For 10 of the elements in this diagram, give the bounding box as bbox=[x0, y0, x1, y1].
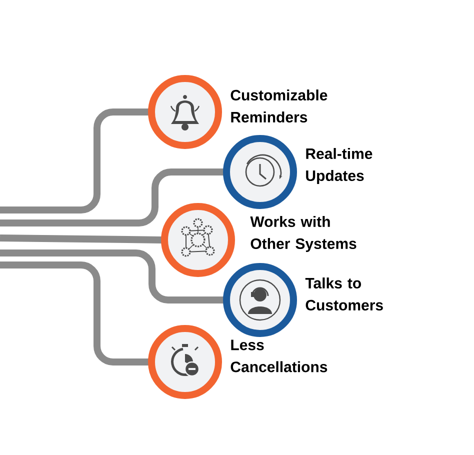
connector-line bbox=[0, 262, 150, 366]
item-label: Talks to Customers bbox=[305, 277, 383, 310]
connector-line bbox=[0, 249, 225, 304]
connector-line bbox=[0, 108, 150, 214]
item-label: Real-time Updates bbox=[306, 148, 372, 184]
connector-line bbox=[0, 234, 164, 244]
item-label: Works with Other Systems bbox=[250, 216, 356, 252]
connector-line bbox=[0, 168, 225, 226]
item-label: Less Cancellations bbox=[230, 340, 328, 372]
item-label: Customizable Reminders bbox=[230, 89, 328, 122]
